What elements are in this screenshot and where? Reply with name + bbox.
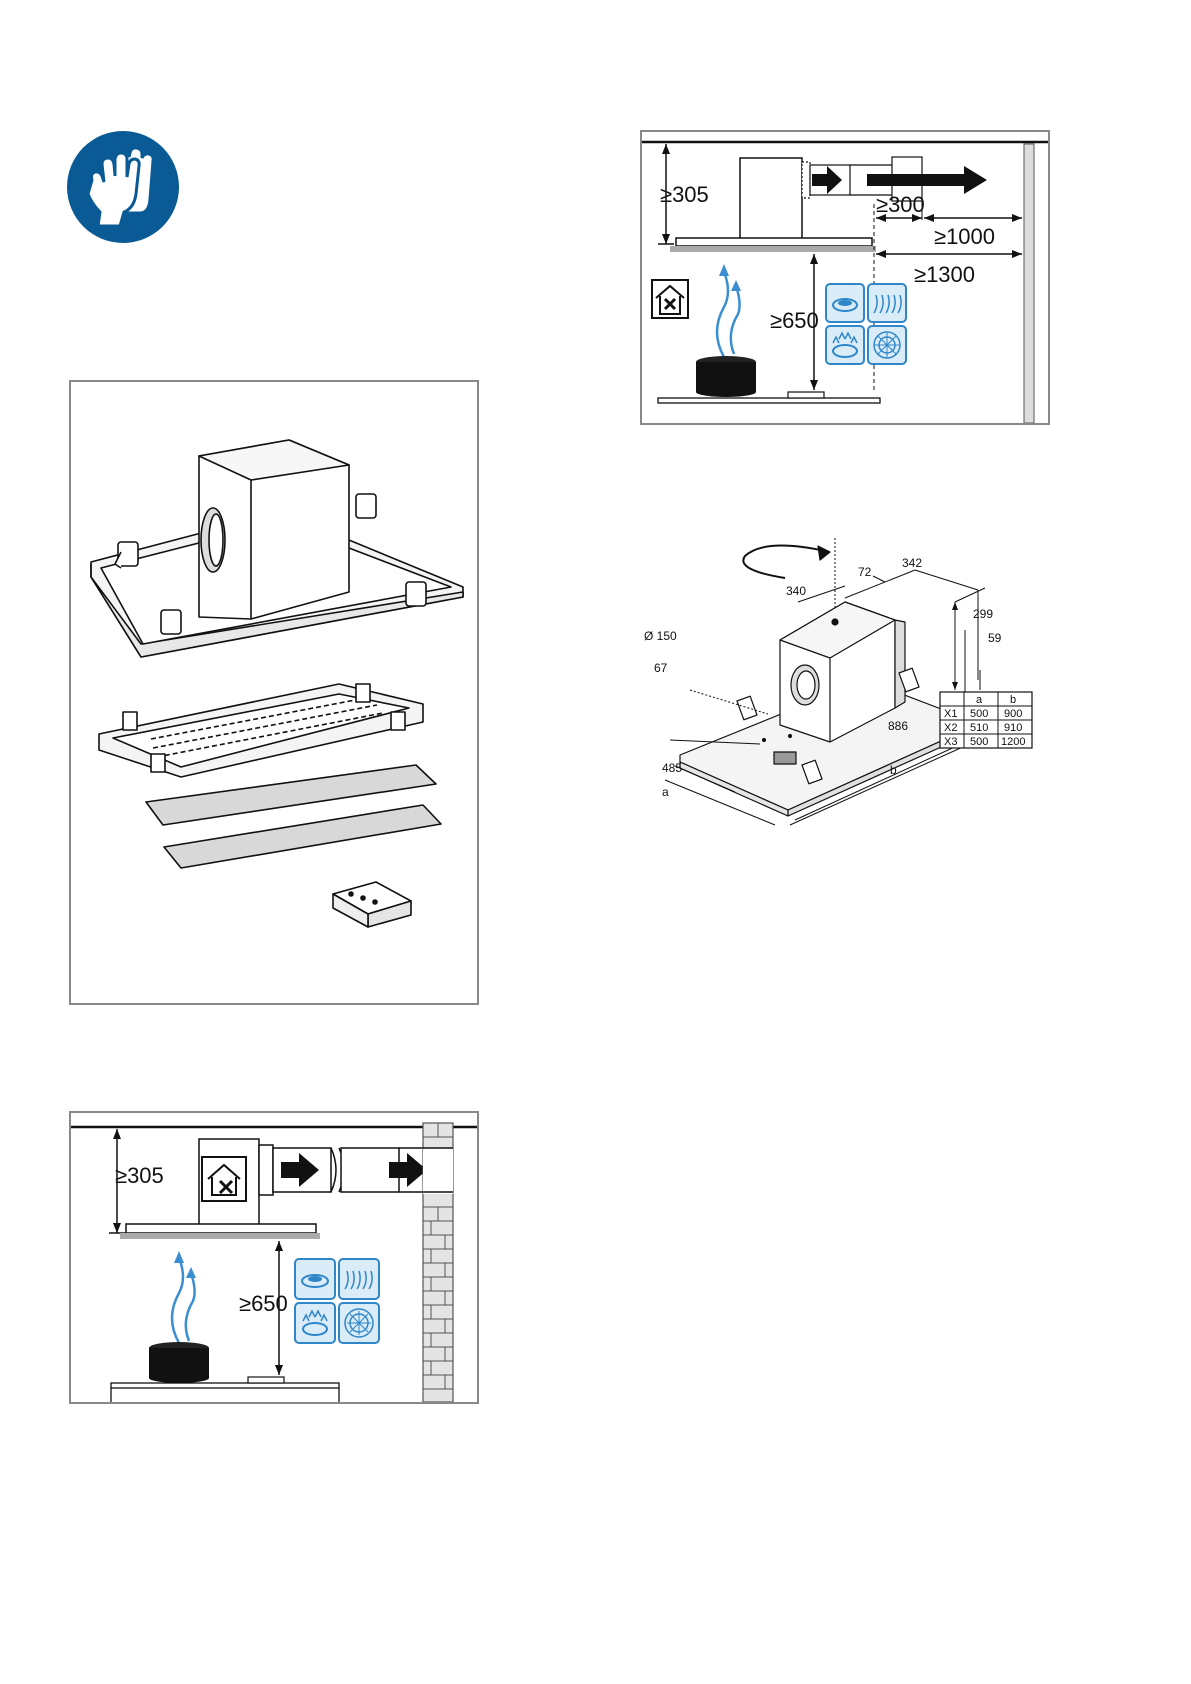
gas-burner-icon [295,1303,335,1343]
dim-above-hob-label: ≥650 [770,308,819,333]
table-cell: X1 [944,708,957,720]
dim-label: 340 [786,584,806,598]
table-cell: X2 [944,722,957,734]
induction-hob-icon [295,1259,335,1299]
cooking-pot [149,1342,209,1383]
cooking-pot [696,356,756,397]
dim-label: 299 [973,607,993,621]
table-cell: 510 [970,722,988,734]
dim-label: 485 [662,761,682,775]
duct-ceiling-figure: ≥305 ≥300 ≥1000 ≥1300 [640,130,1050,425]
rotation-arrow [743,546,825,578]
dim-side-label: ≥300 [876,192,925,217]
dim-label: 59 [988,631,1002,645]
steam-airflow [717,264,741,357]
dim-label: 67 [654,661,668,675]
radiant-heater-icon [339,1259,379,1299]
table-cell: 910 [1004,722,1022,734]
airflow-arrow [867,166,987,194]
table-cell: 900 [1004,708,1022,720]
protective-gloves-icon [66,130,180,244]
dim-height-label: ≥305 [115,1163,164,1188]
components-figure [69,380,479,1005]
no-exhaust-house-icon [652,280,688,318]
ceramic-hob-icon [339,1303,379,1343]
no-exhaust-house-icon [202,1157,246,1201]
steam-airflow [172,1251,196,1343]
remote-control [333,882,411,927]
dim-wall-1300-label: ≥1300 [914,262,975,287]
gas-burner-icon [826,326,864,364]
dim-label: 886 [888,719,908,733]
ceramic-hob-icon [868,326,906,364]
induction-hob-icon [826,284,864,322]
dim-label: Ø 150 [644,629,677,643]
table-header: b [1010,694,1016,706]
dimensions-figure: 342 72 340 299 59 Ø 150 67 886 485 a b a… [640,530,1060,850]
dim-wall-1000-label: ≥1000 [934,224,995,249]
dim-label: a [662,785,669,799]
table-cell: 500 [970,736,988,748]
dim-label: b [890,763,897,777]
dim-height-label: ≥305 [660,182,709,207]
dimension-table: a b X1 500 900 X2 510 910 X3 500 1200 [940,692,1032,748]
table-cell: 500 [970,708,988,720]
radiant-heater-icon [868,284,906,322]
table-cell: 1200 [1001,736,1025,748]
duct-wall-figure: ≥305 [69,1111,479,1404]
table-cell: X3 [944,736,957,748]
dim-label: 72 [858,565,872,579]
dim-above-hob-label: ≥650 [239,1291,288,1316]
table-header: a [976,694,983,706]
dim-label: 342 [902,556,922,570]
